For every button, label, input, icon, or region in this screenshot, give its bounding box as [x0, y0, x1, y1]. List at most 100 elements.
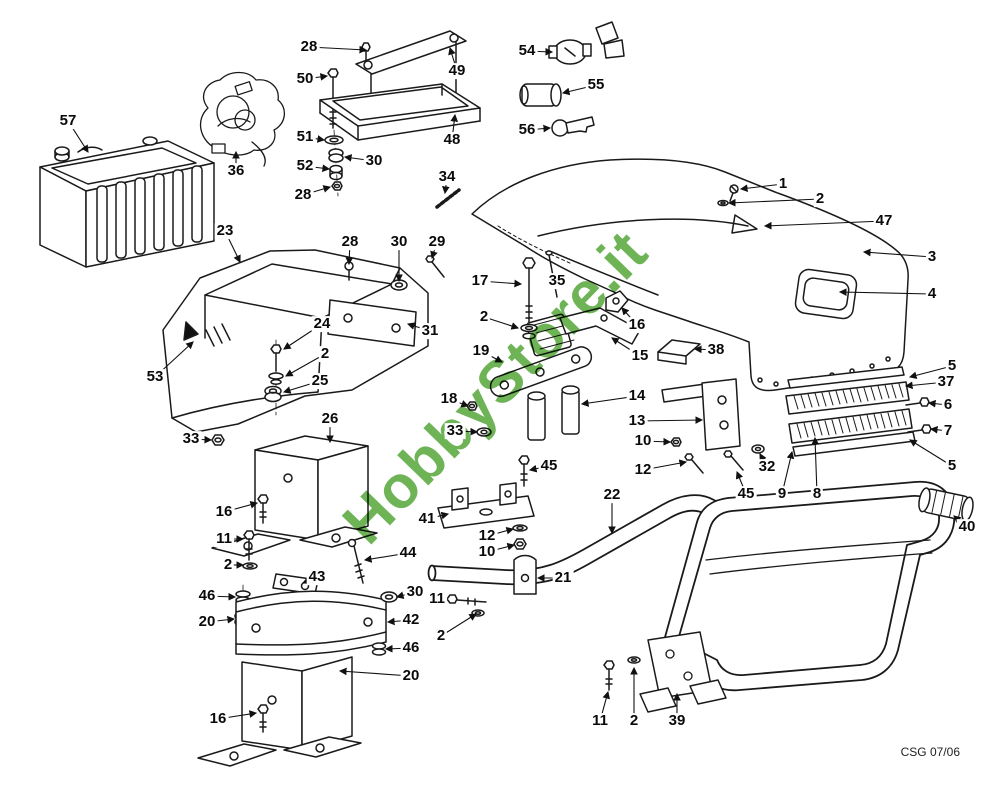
part-number-18: 18 — [438, 390, 460, 408]
part-number-15: 15 — [629, 347, 651, 365]
part-number-2: 2 — [318, 345, 332, 363]
part-number-16: 16 — [213, 503, 235, 521]
part-number-2: 2 — [221, 556, 235, 574]
part-number-19: 19 — [470, 342, 492, 360]
strap-19 — [489, 346, 593, 398]
ignition-switch — [548, 21, 625, 65]
part-number-2: 2 — [813, 190, 827, 208]
part-number-54: 54 — [516, 42, 538, 60]
ignition-cylinder — [519, 83, 562, 107]
nut-18 — [466, 401, 478, 411]
grille-strips — [785, 366, 916, 457]
part-number-45: 45 — [735, 485, 757, 503]
part-number-37: 37 — [935, 373, 957, 391]
part-number-11: 11 — [590, 712, 610, 730]
leader-line-5 — [909, 439, 953, 467]
part-number-20: 20 — [400, 667, 422, 685]
part-number-46: 46 — [196, 587, 218, 605]
part-number-10: 10 — [476, 543, 498, 561]
screw-12-lower — [684, 453, 704, 474]
part-number-2: 2 — [434, 627, 448, 645]
part-number-32: 32 — [756, 458, 778, 476]
part-number-57: 57 — [57, 112, 79, 130]
leader-line-1 — [739, 183, 784, 193]
part-number-36: 36 — [225, 162, 247, 180]
leader-line-4 — [838, 288, 933, 296]
bolt-45-right — [723, 450, 744, 471]
cotter-pin — [435, 188, 461, 209]
part-number-55: 55 — [585, 76, 607, 94]
screw-44 — [347, 538, 365, 584]
part-number-47: 47 — [873, 212, 895, 230]
part-number-10: 10 — [632, 432, 654, 450]
washer-12-upper — [512, 524, 528, 532]
roller-40 — [918, 487, 974, 522]
bolt-45-upper — [518, 455, 530, 487]
bolt-11-left — [243, 530, 255, 561]
washers-2-mid — [520, 323, 538, 340]
part-number-5: 5 — [945, 457, 959, 475]
bolt-16-lower — [257, 704, 269, 733]
lower-bracket — [197, 656, 362, 767]
nut-10-upper — [513, 538, 527, 550]
part-number-38: 38 — [705, 341, 727, 359]
catalog-code: CSG 07/06 — [900, 745, 960, 759]
part-number-33: 33 — [444, 422, 466, 440]
ignition-key — [551, 116, 595, 137]
hood — [471, 158, 909, 392]
battery-tray-assembly — [319, 30, 481, 197]
part-number-13: 13 — [626, 412, 648, 430]
part-number-9: 9 — [775, 485, 789, 503]
part-number-2: 2 — [627, 712, 641, 730]
part-number-30: 30 — [404, 583, 426, 601]
part-number-28: 28 — [339, 233, 361, 251]
part-number-5: 5 — [945, 357, 959, 375]
part-number-39: 39 — [666, 712, 688, 730]
guard-channel-42 — [235, 590, 387, 656]
part-number-34: 34 — [436, 168, 458, 186]
part-number-6: 6 — [941, 396, 955, 414]
leader-line-20 — [338, 667, 412, 677]
part-number-2: 2 — [477, 308, 491, 326]
leader-line-5 — [908, 365, 953, 380]
nut-33 — [211, 434, 225, 446]
part-number-20: 20 — [196, 613, 218, 631]
part-number-42: 42 — [400, 611, 422, 629]
part-number-4: 4 — [925, 285, 939, 303]
part-number-28: 28 — [298, 38, 320, 56]
leader-line-2 — [727, 198, 821, 207]
bracket-13 — [661, 378, 741, 451]
bolt-17 — [522, 257, 536, 323]
part-number-11: 11 — [214, 530, 234, 548]
part-number-33: 33 — [180, 430, 202, 448]
part-number-53: 53 — [144, 368, 166, 386]
leader-line-8 — [811, 436, 820, 495]
bolt-11-tube — [446, 594, 487, 606]
part-number-14: 14 — [626, 387, 648, 405]
part-number-23: 23 — [214, 222, 236, 240]
part-number-26: 26 — [319, 410, 341, 428]
washer-32 — [751, 444, 765, 454]
part-number-8: 8 — [810, 485, 824, 503]
part-number-44: 44 — [397, 544, 419, 562]
washer-2-bumper — [627, 656, 641, 664]
part-number-50: 50 — [294, 70, 316, 88]
part-number-17: 17 — [469, 272, 491, 290]
part-number-11: 11 — [427, 590, 447, 608]
part-number-16: 16 — [207, 710, 229, 728]
mount-bracket-41 — [437, 482, 535, 529]
part-number-30: 30 — [363, 152, 385, 170]
leader-line-3 — [862, 248, 933, 258]
part-number-49: 49 — [446, 62, 468, 80]
wing-bracket-16 — [605, 290, 629, 313]
part-number-22: 22 — [601, 486, 623, 504]
part-number-16: 16 — [626, 316, 648, 334]
clip-38 — [657, 339, 701, 365]
part-number-29: 29 — [426, 233, 448, 251]
support-bracket-26 — [211, 435, 378, 557]
part-number-45: 45 — [538, 457, 560, 475]
part-number-1: 1 — [776, 175, 790, 193]
part-number-31: 31 — [419, 322, 441, 340]
part-number-48: 48 — [441, 131, 463, 149]
